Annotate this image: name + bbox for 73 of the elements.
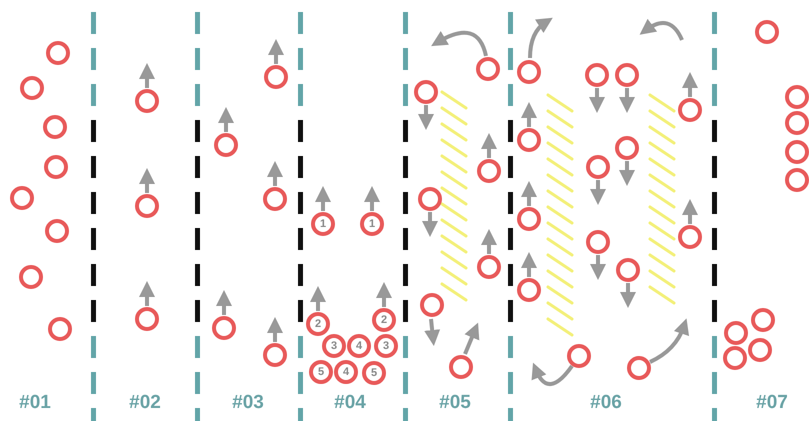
circle-marker	[46, 41, 70, 65]
circle-marker	[585, 63, 609, 87]
numbered-circle	[334, 360, 358, 384]
circle-marker	[723, 346, 747, 370]
circle-marker	[449, 355, 473, 379]
circle-marker	[48, 317, 72, 341]
circle-marker	[678, 225, 702, 249]
circle-number: 1	[368, 218, 376, 230]
panel-label: #01	[19, 392, 51, 414]
circle-marker	[263, 187, 287, 211]
circle-marker	[615, 63, 639, 87]
circle-marker	[414, 80, 438, 104]
circle-number: 4	[342, 366, 350, 378]
panel-label: #05	[439, 392, 471, 414]
circle-number: 3	[382, 340, 390, 352]
circle-marker	[586, 155, 610, 179]
circle-marker	[45, 219, 69, 243]
circle-marker	[724, 321, 748, 345]
circle-marker	[785, 140, 809, 164]
circle-marker	[20, 76, 44, 100]
circle-marker	[616, 258, 640, 282]
circle-number: 5	[318, 366, 324, 378]
circle-marker	[420, 293, 444, 317]
circle-number: 1	[320, 218, 326, 230]
circle-marker	[135, 89, 159, 113]
circle-marker	[214, 133, 238, 157]
circle-marker	[567, 344, 591, 368]
numbered-circle	[322, 334, 346, 358]
circle-marker	[44, 155, 68, 179]
numbered-circle	[360, 212, 384, 236]
circle-marker	[477, 255, 501, 279]
circle-marker	[517, 207, 541, 231]
circle-marker	[785, 85, 809, 109]
panel-label: #07	[756, 392, 788, 414]
circle-marker	[785, 168, 809, 192]
circle-marker	[785, 111, 809, 135]
circle-marker	[135, 307, 159, 331]
panel-label: #02	[129, 392, 161, 414]
circle-marker	[517, 278, 541, 302]
circle-marker	[748, 338, 772, 362]
circle-marker	[627, 356, 651, 380]
numbered-circle	[362, 361, 386, 385]
circle-marker	[10, 186, 34, 210]
circle-marker	[678, 98, 702, 122]
circle-marker	[517, 60, 541, 84]
circle-marker	[43, 115, 67, 139]
circle-marker	[615, 136, 639, 160]
circle-marker	[751, 308, 775, 332]
circle-marker	[586, 230, 610, 254]
circle-number: 2	[314, 318, 322, 330]
circle-number: 5	[370, 368, 378, 378]
circle-marker	[212, 316, 236, 340]
circle-marker	[418, 187, 442, 211]
numbered-circle	[372, 308, 396, 332]
circle-marker	[19, 265, 43, 289]
circle-marker	[264, 65, 288, 89]
circle-marker	[517, 128, 541, 152]
numbered-circle	[311, 212, 335, 236]
numbered-circle	[309, 360, 333, 384]
panel-label: #06	[590, 392, 622, 414]
circle-number: 3	[330, 340, 338, 352]
circle-number: 4	[356, 340, 362, 352]
panel-label: #04	[334, 392, 366, 414]
circle-marker	[135, 194, 159, 218]
numbered-circle	[347, 334, 371, 358]
circle-marker	[476, 57, 500, 81]
numbered-circle	[374, 334, 398, 358]
numbered-circle	[306, 312, 330, 336]
circle-number: 2	[380, 314, 388, 326]
circle-marker	[263, 343, 287, 367]
panel-label: #03	[232, 392, 264, 414]
circle-marker	[755, 20, 779, 44]
circle-marker	[477, 159, 501, 183]
